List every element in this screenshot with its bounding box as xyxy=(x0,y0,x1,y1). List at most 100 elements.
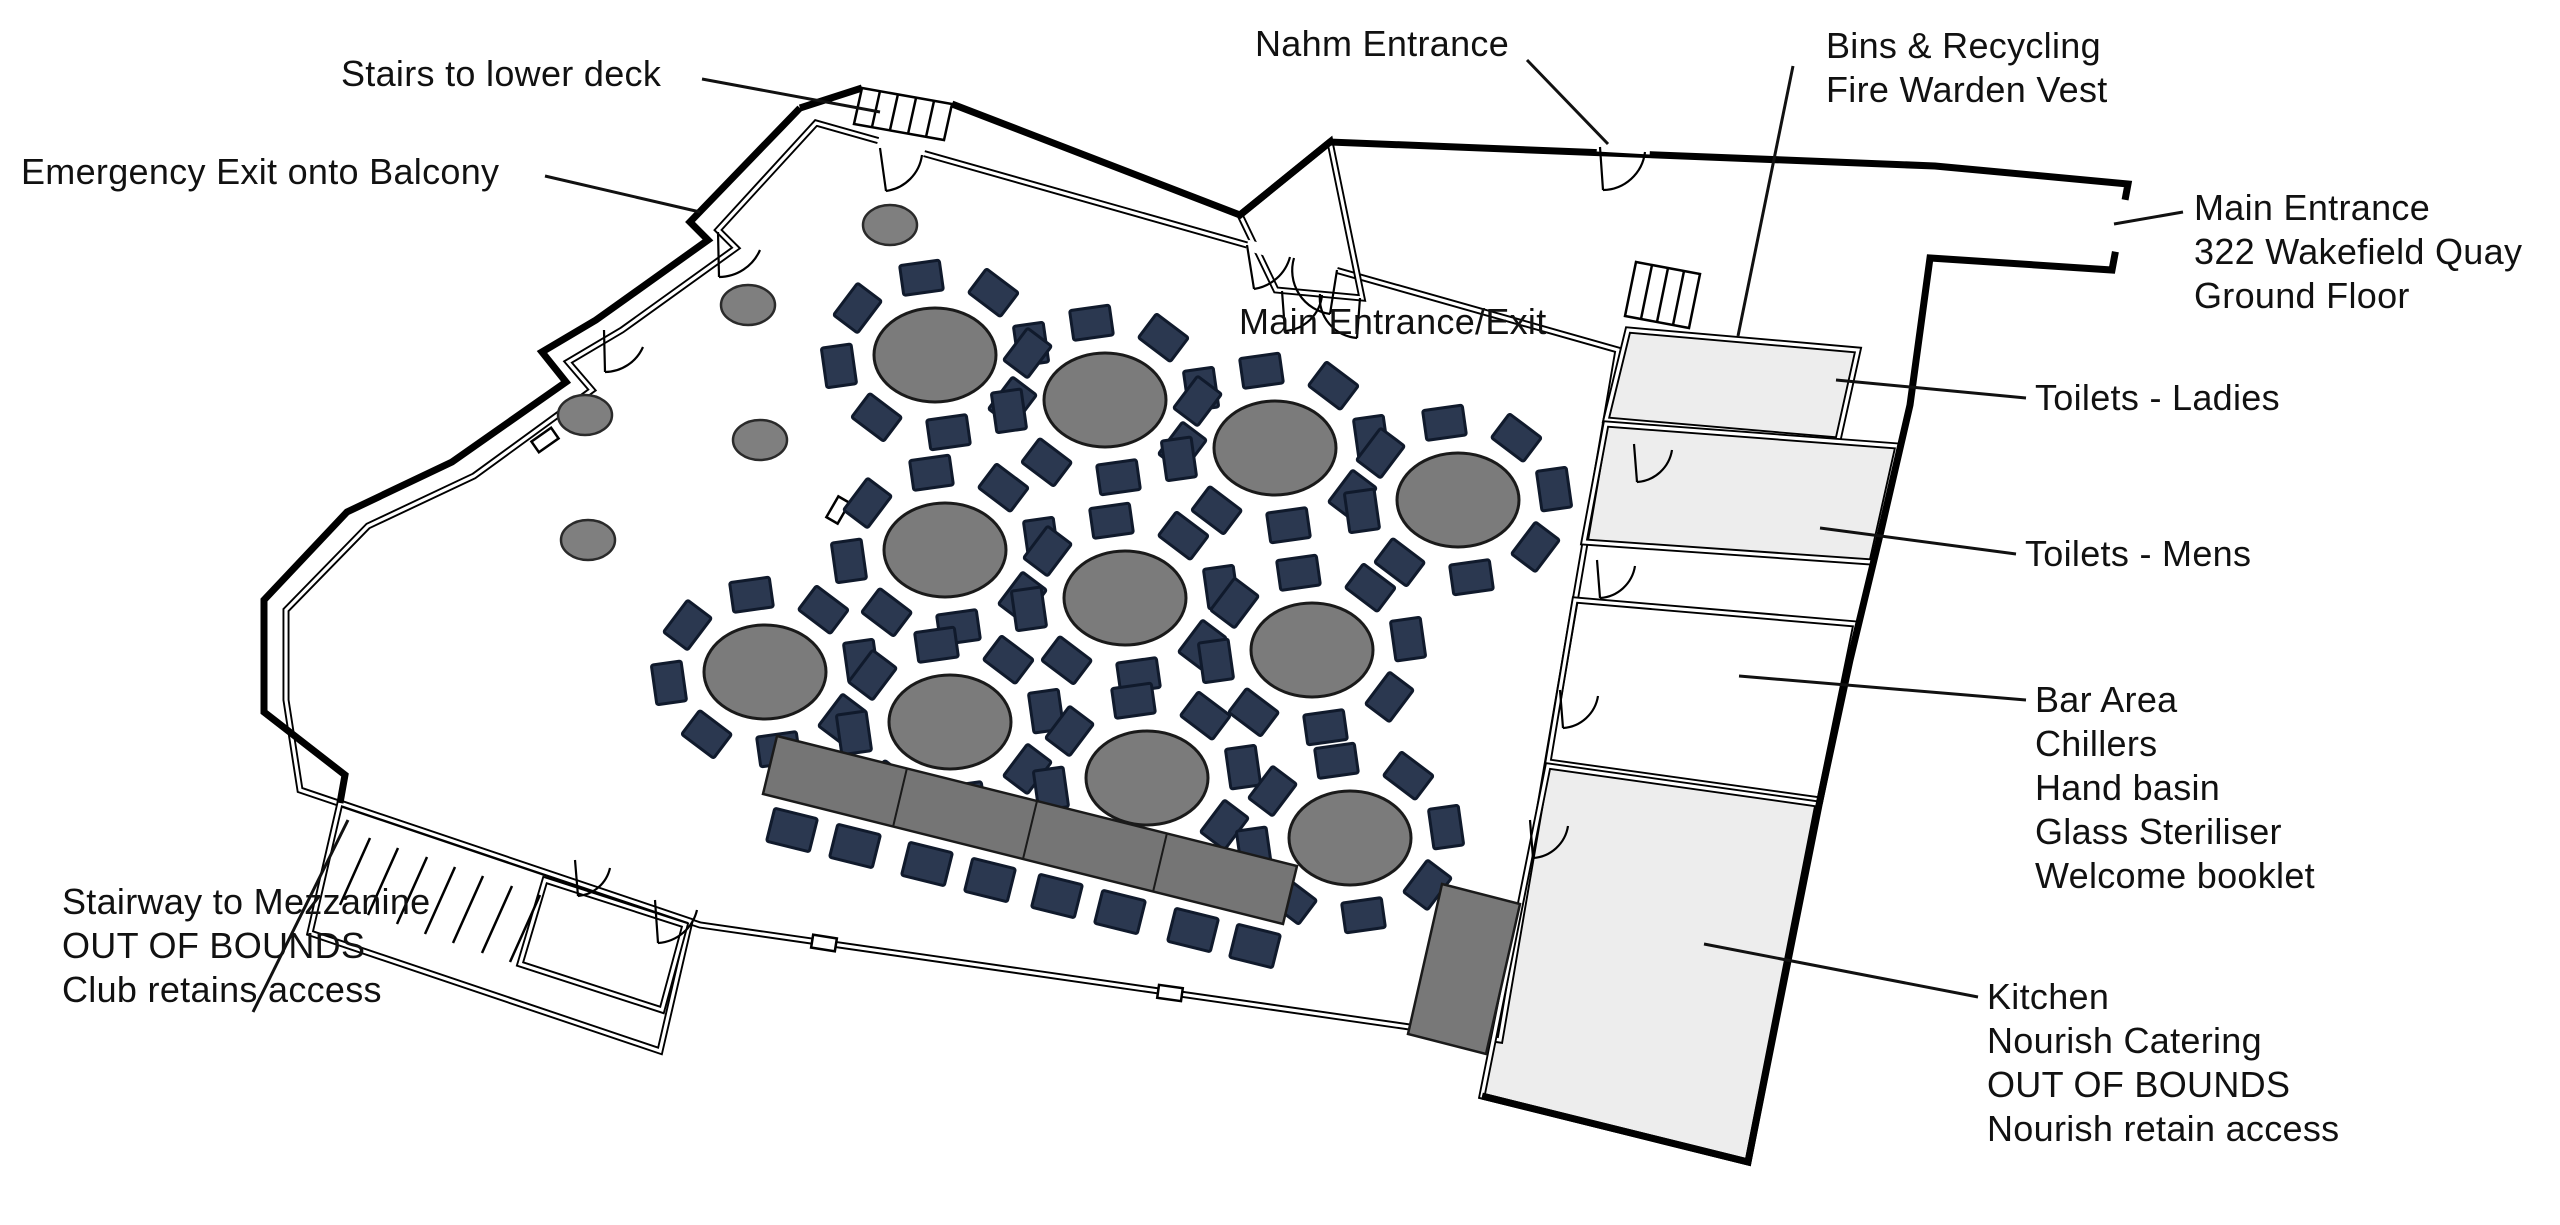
round-table xyxy=(1062,549,1188,647)
columns-layer xyxy=(556,203,919,562)
label-line: OUT OF BOUNDS xyxy=(1987,1064,2291,1105)
label-line: Club retains access xyxy=(62,969,382,1010)
chair xyxy=(860,587,913,638)
label-line: Glass Steriliser xyxy=(2035,811,2282,852)
label-stairway-mezzanine: Stairway to Mezzanine OUT OF BOUNDS Club… xyxy=(62,880,430,1012)
door-stub xyxy=(529,426,561,454)
main-hall-wall-inner-line xyxy=(284,121,1620,1042)
room-bar-area-floor xyxy=(1548,600,1856,800)
label-line: Bins & Recycling xyxy=(1826,25,2101,66)
door-swing-arc xyxy=(602,329,645,374)
chair xyxy=(925,413,972,452)
round-table xyxy=(1395,451,1521,549)
head-table-chair xyxy=(828,823,882,869)
leader-line-kitchen xyxy=(1703,942,1979,999)
mezzanine-stairs-tread xyxy=(366,847,400,916)
round-table xyxy=(1287,789,1413,887)
stairs-lower-deck-frame xyxy=(852,86,954,142)
chair xyxy=(1088,501,1135,540)
leader-line-stairs-lower-deck xyxy=(701,77,881,114)
label-line: Hand basin xyxy=(2035,767,2221,808)
head-table-divider xyxy=(892,767,908,828)
door-gap xyxy=(876,135,926,160)
label-line: Chillers xyxy=(2035,723,2158,764)
label-kitchen: Kitchen Nourish Catering OUT OF BOUNDS N… xyxy=(1987,975,2339,1151)
door-swing-arc xyxy=(1558,689,1600,730)
label-line: Fire Warden Vest xyxy=(1826,69,2108,110)
chair xyxy=(1209,577,1260,629)
chair xyxy=(1190,485,1243,536)
chair xyxy=(1160,435,1198,482)
room-kitchen-floor xyxy=(1482,766,1818,1162)
chair xyxy=(913,625,960,664)
label-line: Stairs to lower deck xyxy=(341,53,662,94)
door-swing-arc xyxy=(1318,293,1362,340)
head-table-chair xyxy=(900,841,954,887)
round-table xyxy=(1042,351,1168,449)
chair xyxy=(1095,458,1142,497)
room-mezzanine-enclosure-wall-inner-line xyxy=(308,800,692,1054)
entry-steps-tread xyxy=(1655,267,1670,323)
column xyxy=(861,203,919,247)
service-counter xyxy=(1406,882,1522,1056)
stairs-layer xyxy=(338,86,1702,963)
chair xyxy=(1389,616,1427,663)
chair xyxy=(1027,688,1065,735)
door-swing-arc xyxy=(1595,559,1637,600)
stairs-lower-deck-tread xyxy=(870,90,882,128)
chair xyxy=(1022,525,1073,577)
chair xyxy=(1382,750,1435,801)
round-table-group xyxy=(820,258,1050,452)
chair xyxy=(1373,537,1426,588)
head-table-chair xyxy=(1093,889,1147,935)
chair xyxy=(1110,681,1157,720)
round-table xyxy=(1212,399,1338,497)
room-mezzanine-landing-wall-inner-line xyxy=(518,877,687,1013)
chair xyxy=(1364,671,1415,723)
mezzanine-stairs-tread xyxy=(451,875,485,944)
chair xyxy=(982,634,1035,685)
chair xyxy=(842,477,893,529)
chair xyxy=(1040,635,1093,686)
chair xyxy=(797,584,850,635)
column xyxy=(559,518,617,562)
room-nahm-lobby-floor xyxy=(1240,142,1362,298)
chair xyxy=(1490,412,1543,463)
label-line: Main Entrance xyxy=(2194,187,2431,228)
door-stub xyxy=(1155,983,1185,1003)
tables-layer xyxy=(650,258,1573,1056)
door-gap xyxy=(2111,199,2132,253)
chair xyxy=(1427,804,1465,851)
chair xyxy=(1265,506,1312,545)
label-line: 322 Wakefield Quay xyxy=(2194,231,2523,272)
stairs-lower-deck-tread xyxy=(906,97,918,135)
leader-line-bins xyxy=(1736,65,1795,337)
leader-line-mezzanine xyxy=(251,819,350,1013)
chair xyxy=(1344,562,1397,613)
chair xyxy=(1002,327,1053,379)
door-stub xyxy=(809,933,839,953)
door-gap xyxy=(1596,140,1651,155)
head-table-chair xyxy=(1228,923,1282,969)
door-swing-arc xyxy=(878,147,924,193)
chair xyxy=(1307,360,1360,411)
entry-steps-tread xyxy=(1639,264,1654,320)
round-table xyxy=(1249,601,1375,699)
column xyxy=(556,393,614,437)
head-table-chair xyxy=(1030,873,1084,919)
chair xyxy=(967,267,1020,318)
label-emergency-exit: Emergency Exit onto Balcony xyxy=(21,150,499,194)
round-table-group xyxy=(1197,553,1427,747)
label-line: Nourish Catering xyxy=(1987,1020,2262,1061)
leader-lines-layer xyxy=(251,58,2184,1013)
door-stub xyxy=(824,494,852,526)
chair xyxy=(1010,585,1048,632)
chair xyxy=(1535,466,1573,513)
label-toilets-ladies: Toilets - Ladies xyxy=(2035,376,2280,420)
round-table xyxy=(872,306,998,404)
mezzanine-stairs-tread xyxy=(395,856,429,925)
chair xyxy=(830,537,868,584)
chair xyxy=(1302,708,1349,747)
chair xyxy=(1068,303,1115,342)
